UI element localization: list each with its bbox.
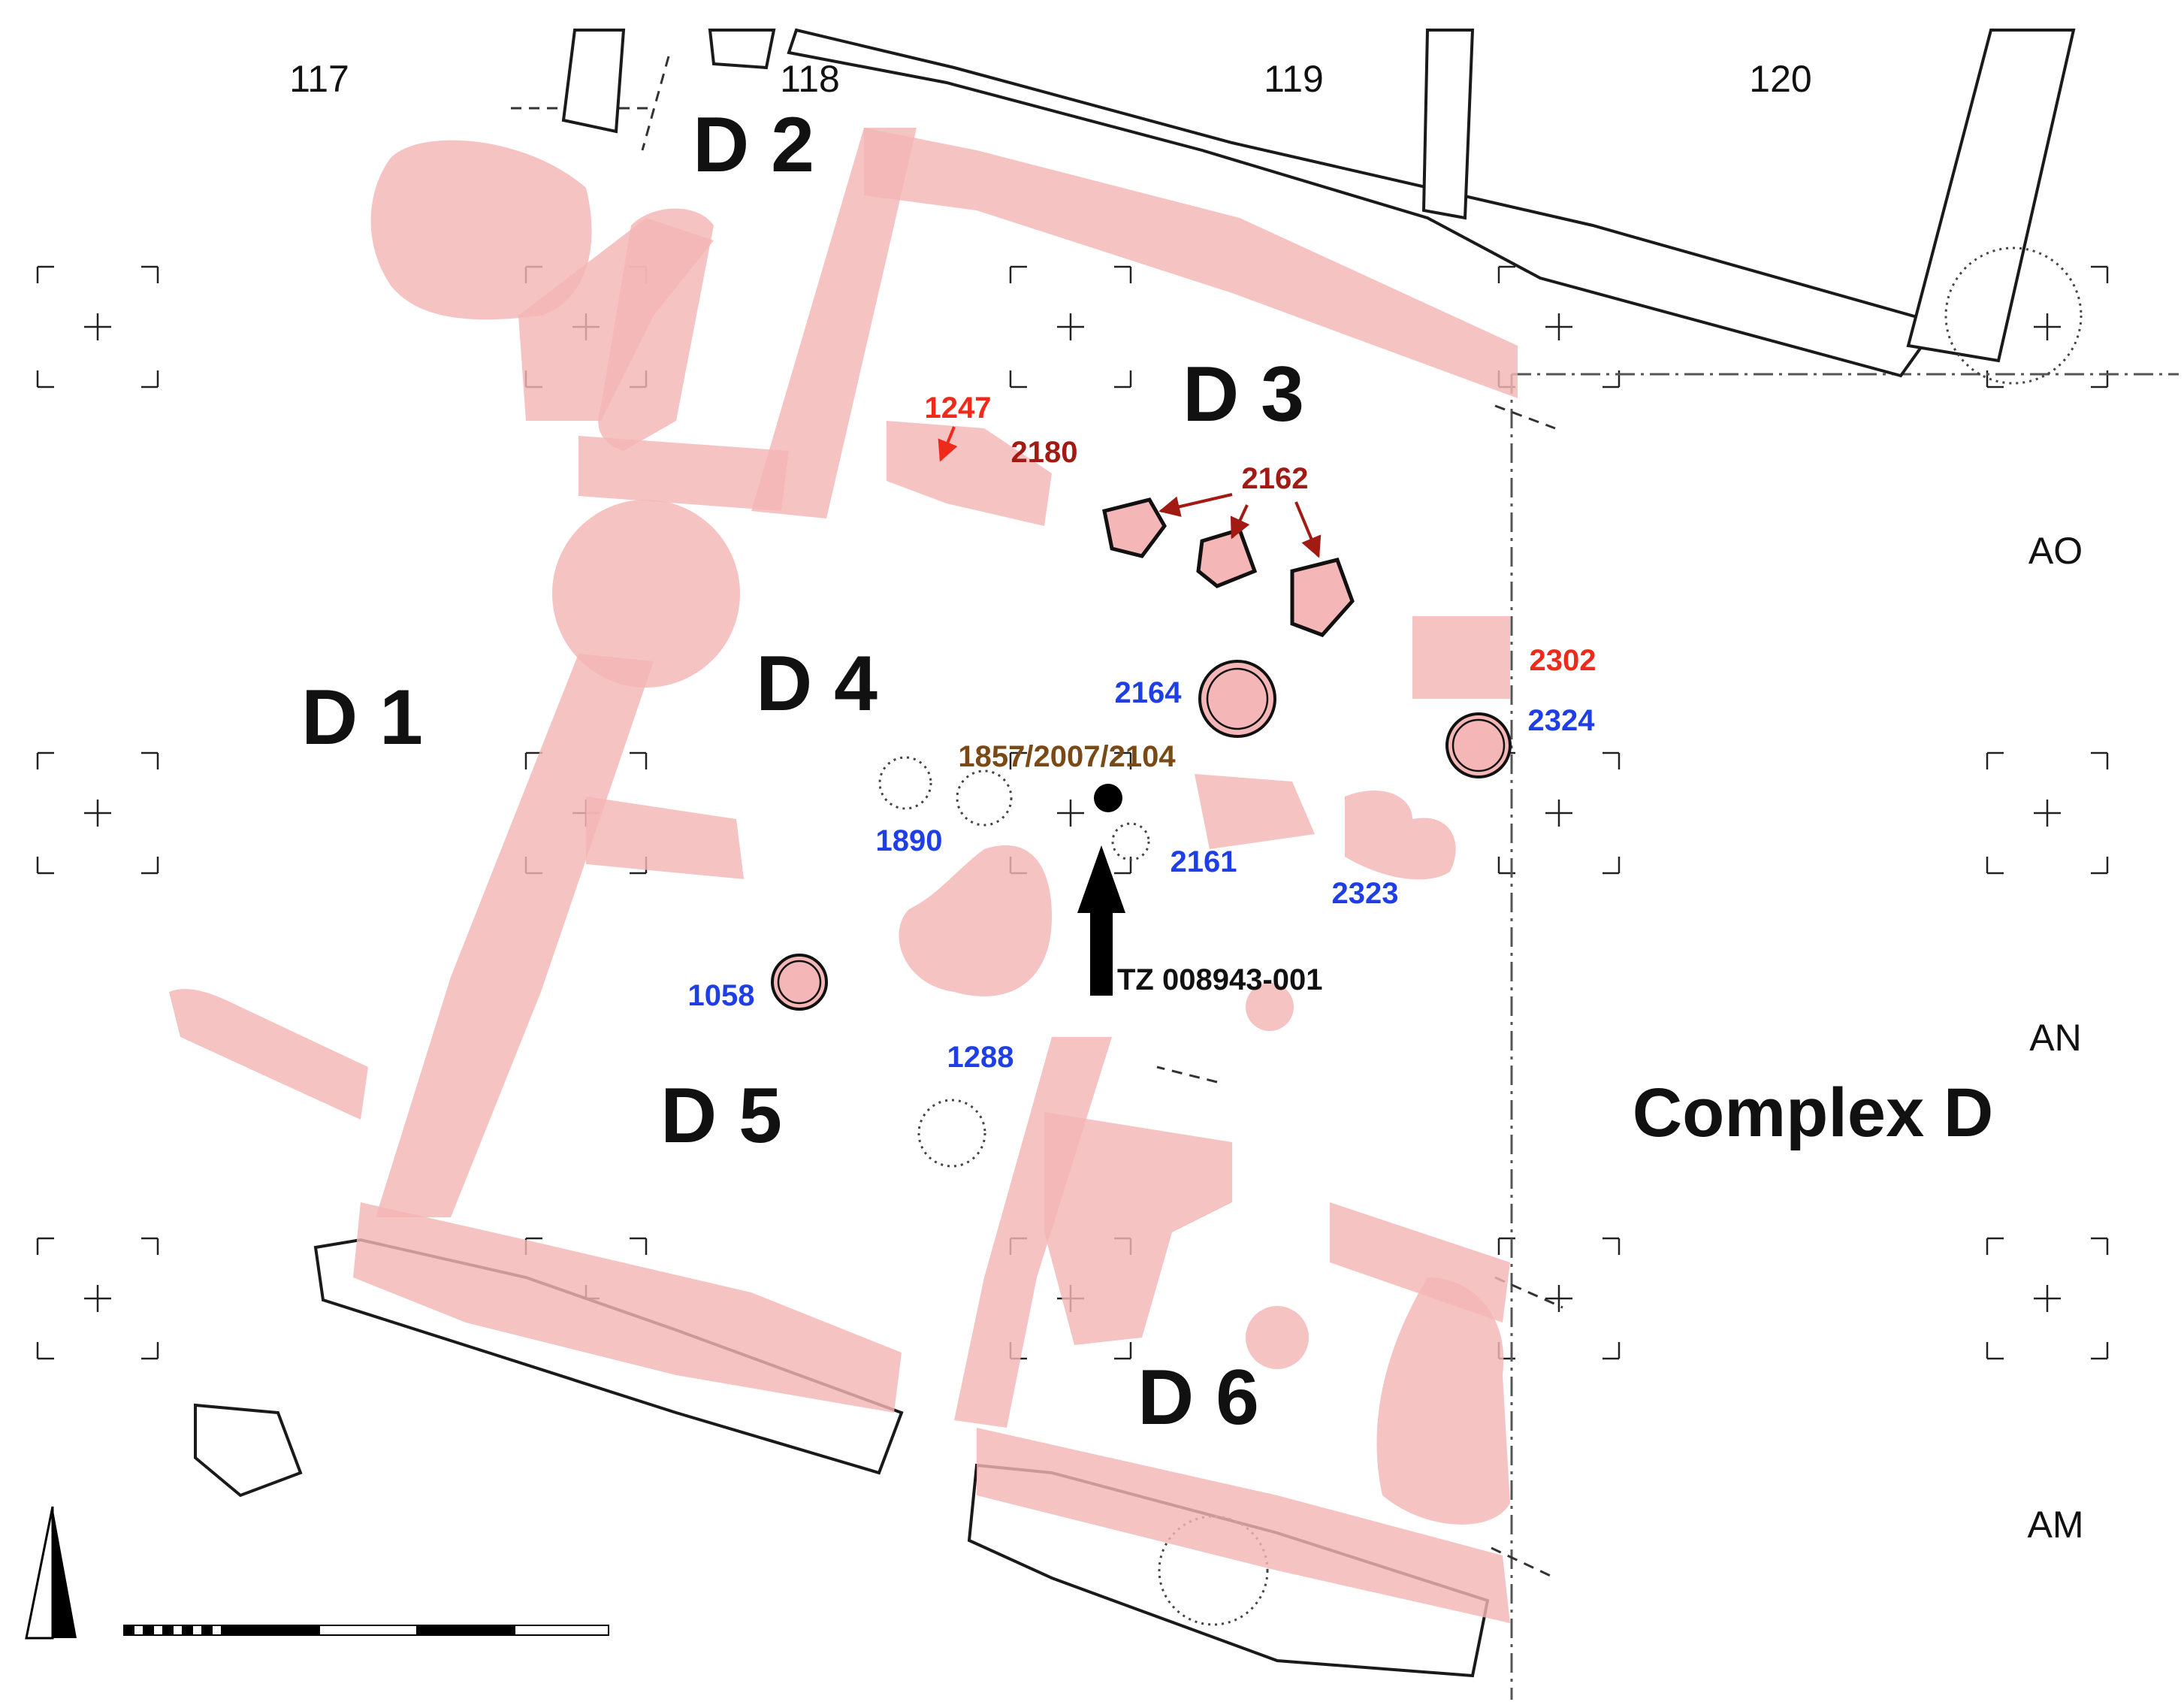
- feature-2323-label: 2323: [1332, 877, 1399, 910]
- room-d5: D 5: [660, 1072, 782, 1159]
- feature-2180-label: 2180: [1011, 436, 1078, 469]
- feature-2164-label: 2164: [1115, 676, 1183, 709]
- feature-outlines: [771, 497, 1512, 1168]
- room-d4: D 4: [756, 640, 878, 727]
- scale-bar-icon: [123, 1625, 609, 1636]
- feature-2162-arrow-2: [1230, 504, 1250, 540]
- feature-2324-label: 2324: [1528, 704, 1596, 737]
- find-label: TZ 008943-001: [1117, 963, 1323, 996]
- grid-col-120: 120: [1749, 58, 1811, 100]
- grid-col-119: 119: [1264, 58, 1324, 100]
- grid-row-am: AM: [2028, 1504, 2084, 1546]
- room-d1: D 1: [301, 674, 423, 761]
- grid-col-117: 117: [289, 58, 349, 100]
- feature-1058-label: 1058: [688, 979, 755, 1012]
- room-d3: D 3: [1183, 351, 1304, 438]
- complex-label: Complex D: [1633, 1075, 1994, 1151]
- feature-2162-label: 2162: [1242, 462, 1309, 495]
- grid-row-ao: AO: [2028, 530, 2083, 572]
- feature-2162-arrow-3: [1294, 501, 1322, 558]
- feature-1857-label: 1857/2007/2104: [958, 740, 1176, 773]
- feature-1890-label: 1890: [876, 824, 943, 857]
- room-d2: D 2: [693, 101, 814, 189]
- grid-col-118: 118: [780, 58, 840, 100]
- feature-2162-arrow-1: [1158, 493, 1233, 517]
- excavation-limits: [511, 56, 2179, 1700]
- feature-1288-label: 1288: [947, 1041, 1014, 1074]
- feature-2302-label: 2302: [1530, 644, 1596, 677]
- highlighted-walls: [169, 128, 1518, 1623]
- grid-row-an: AN: [2029, 1017, 2081, 1059]
- room-d6: D 6: [1137, 1354, 1259, 1441]
- find-spot-arrow-icon: [1077, 845, 1125, 996]
- feature-1247-label: 1247: [925, 391, 992, 425]
- feature-1247-arrow: [938, 426, 958, 462]
- north-arrow-icon: [25, 1506, 77, 1640]
- feature-2161-label: 2161: [1171, 845, 1237, 878]
